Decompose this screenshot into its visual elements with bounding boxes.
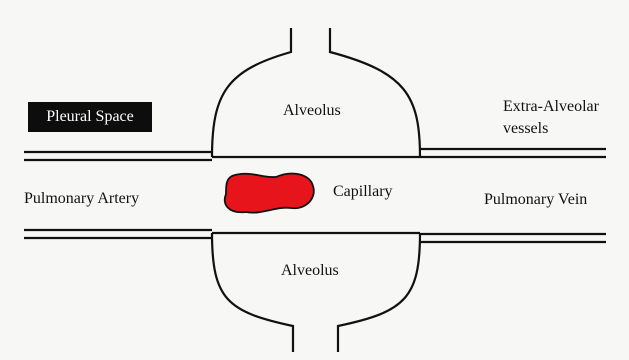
- alveolus-bottom-label: Alveolus: [281, 262, 339, 280]
- upper-vessel-wall: [24, 149, 606, 160]
- alveolus-top-outline: [212, 28, 420, 157]
- capillary-red-cell: [225, 174, 314, 213]
- pulmonary-artery-label: Pulmonary Artery: [24, 190, 139, 208]
- capillary-label: Capillary: [333, 183, 393, 201]
- pulmonary-vein-label: Pulmonary Vein: [484, 191, 587, 209]
- alveolus-top-label: Alveolus: [283, 102, 341, 120]
- pleural-space-label-box: Pleural Space: [28, 102, 152, 132]
- extra-alveolar-label-line2: vessels: [503, 120, 548, 138]
- alveolus-bottom-outline: [212, 233, 420, 352]
- lower-vessel-wall: [24, 230, 606, 242]
- extra-alveolar-label-line1: Extra-Alveolar: [503, 98, 599, 116]
- pleural-space-label: Pleural Space: [28, 102, 152, 132]
